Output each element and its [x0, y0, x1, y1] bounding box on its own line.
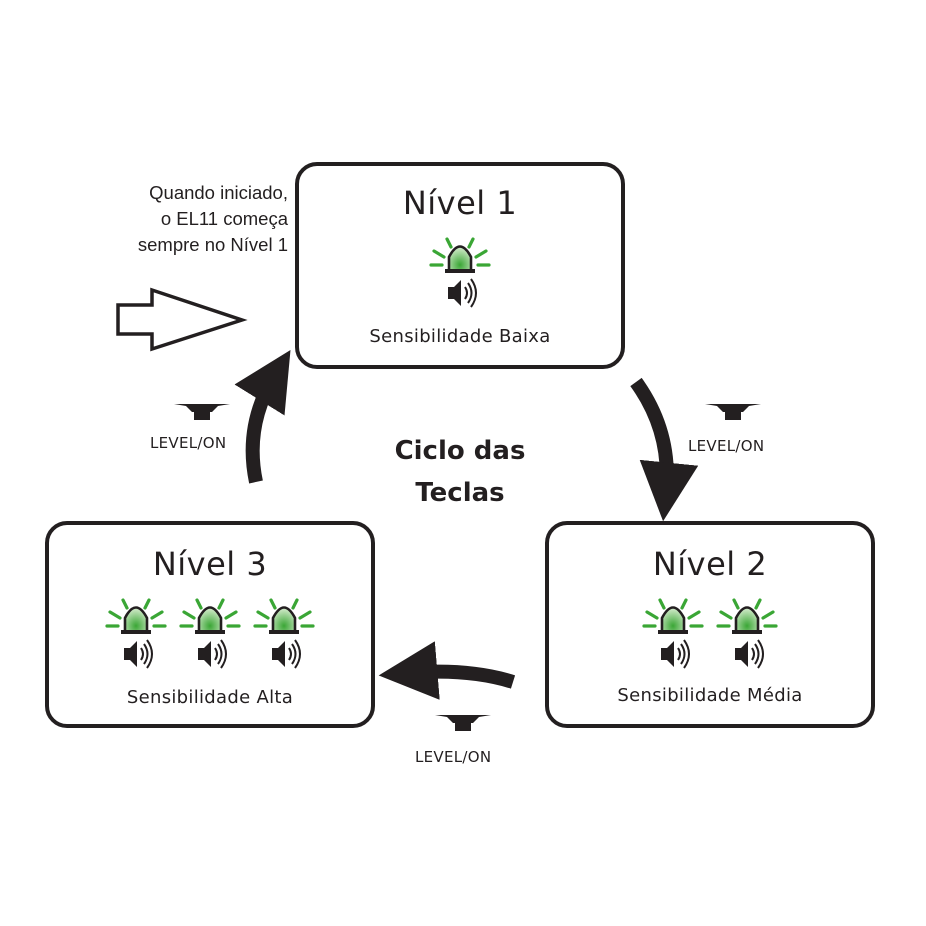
- cycle-title-line: Ciclo das: [394, 436, 526, 466]
- level-caption: Sensibilidade Alta: [126, 687, 294, 708]
- key-label: LEVEL/ON: [150, 434, 227, 452]
- arrow-level2-to-level3: [378, 641, 516, 700]
- alarm-indicator: [101, 593, 171, 673]
- beacon-lamp-icon: [642, 598, 704, 634]
- level-2-box: Nível 2 Sensibilidade Média: [545, 521, 875, 728]
- speaker-icon: [124, 639, 153, 669]
- level-1-box: Nível 1 Sensibilidade Baixa: [295, 162, 625, 369]
- beacon-lamp-icon: [716, 598, 778, 634]
- intro-line: o EL11 começa: [160, 208, 288, 229]
- alarm-indicator: [712, 593, 782, 673]
- level-title: Nível 1: [402, 184, 518, 222]
- speaker-icon: [198, 639, 227, 669]
- intro-line: Quando iniciado,: [149, 182, 288, 203]
- level-caption: Sensibilidade Baixa: [369, 326, 551, 347]
- push-button-icon: [174, 404, 230, 420]
- push-button-icon: [435, 715, 491, 731]
- beacon-lamp-icon: [105, 598, 167, 634]
- cycle-title: Ciclo das Teclas: [360, 430, 560, 514]
- alarm-indicator: [249, 593, 319, 673]
- lamp-row: [299, 232, 621, 312]
- alarm-indicator: [175, 593, 245, 673]
- speaker-icon: [272, 639, 301, 669]
- beacon-lamp-icon: [253, 598, 315, 634]
- level-3-box: Nível 3 Sensibilidade Alta: [45, 521, 375, 728]
- speaker-icon: [661, 639, 690, 669]
- key-label: LEVEL/ON: [688, 437, 765, 455]
- alarm-indicator: [425, 232, 495, 312]
- level-title: Nível 2: [652, 545, 768, 583]
- start-arrow-icon: [116, 287, 248, 352]
- beacon-lamp-icon: [179, 598, 241, 634]
- speaker-icon: [735, 639, 764, 669]
- alarm-indicator: [638, 593, 708, 673]
- beacon-lamp-icon: [429, 237, 491, 273]
- lamp-row: [49, 593, 371, 673]
- arrow-level3-to-level1: [234, 350, 291, 484]
- level-caption: Sensibilidade Média: [617, 685, 803, 706]
- arrow-level1-to-level2: [630, 377, 699, 522]
- intro-line: sempre no Nível 1: [137, 234, 288, 255]
- speaker-icon: [448, 278, 477, 308]
- push-button-icon: [705, 404, 761, 420]
- lamp-row: [549, 593, 871, 673]
- key-label: LEVEL/ON: [415, 748, 492, 766]
- cycle-title-line: Teclas: [415, 478, 505, 508]
- level-title: Nível 3: [152, 545, 268, 583]
- intro-note: Quando iniciado, o EL11 começa sempre no…: [40, 180, 288, 258]
